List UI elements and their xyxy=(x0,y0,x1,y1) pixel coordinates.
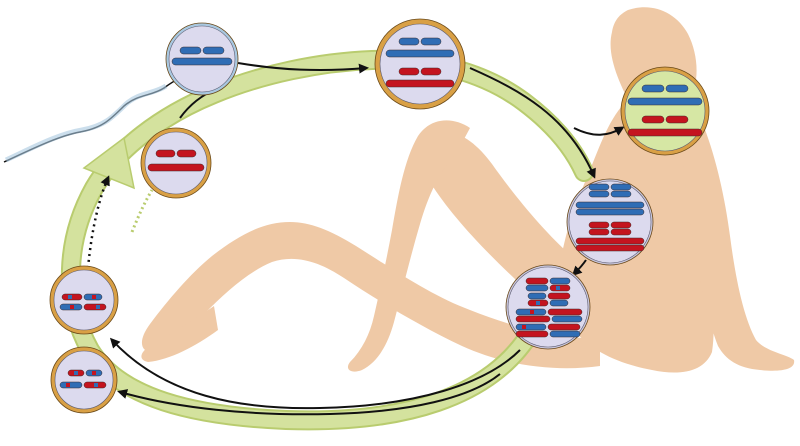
cell-paternal-gamete xyxy=(165,22,239,96)
chromosome-icon xyxy=(515,315,551,323)
arrow-icon xyxy=(573,126,625,136)
cell-recombining-cell xyxy=(505,264,591,350)
chromosome-icon xyxy=(575,208,645,216)
chromosome-icon xyxy=(398,37,420,46)
chromosome-icon xyxy=(515,323,547,331)
cell-body xyxy=(54,350,114,410)
chromosome-icon xyxy=(627,97,703,106)
chromosome-icon xyxy=(610,183,632,191)
chromosome-icon xyxy=(610,190,632,198)
chromosome-icon xyxy=(202,46,225,55)
cells-layer xyxy=(49,18,710,414)
chromosome-segment xyxy=(92,371,96,375)
chromosome-icon xyxy=(147,163,205,172)
cell-body xyxy=(144,131,208,195)
chromosome-icon xyxy=(515,330,549,338)
chromosome-icon xyxy=(588,190,610,198)
chromosome-icon xyxy=(398,67,420,76)
chromosome-icon xyxy=(547,292,571,300)
chromosome-segment xyxy=(66,383,70,387)
chromosome-icon xyxy=(610,221,632,229)
chromosome-segment xyxy=(530,310,534,314)
cell-fertilized-egg xyxy=(374,18,466,110)
chromosome-icon xyxy=(575,244,645,252)
chromosome-icon xyxy=(665,84,689,93)
chromosome-segment xyxy=(556,286,560,290)
cell-zygote xyxy=(620,66,710,156)
chromosome-icon xyxy=(420,37,442,46)
cell-meiosis-i-cell xyxy=(49,265,119,335)
arrow-icon xyxy=(469,67,596,179)
chromosome-icon xyxy=(385,79,455,88)
chromosome-icon xyxy=(588,228,610,236)
chromosome-icon xyxy=(179,46,202,55)
chromosome-icon xyxy=(59,381,83,389)
chromosome-icon xyxy=(610,228,632,236)
chromosome-icon xyxy=(549,299,569,307)
cell-maternal-gamete xyxy=(140,127,212,199)
chromosome-icon xyxy=(575,201,645,209)
chromosome-segment xyxy=(96,305,100,309)
sperm-tail-outline xyxy=(4,83,168,163)
cell-body xyxy=(379,23,461,105)
cell-meiosis-ii-cell xyxy=(50,346,118,414)
chromosome-icon xyxy=(547,323,581,331)
chromosome-icon xyxy=(627,128,703,137)
chromosome-segment xyxy=(560,332,564,336)
chromosome-icon xyxy=(525,284,549,292)
chromosome-segment xyxy=(68,295,72,299)
chromosome-icon xyxy=(575,237,645,245)
chromosome-segment xyxy=(70,305,74,309)
chromosome-segment xyxy=(536,301,540,305)
chromosome-segment xyxy=(94,383,98,387)
chromosome-icon xyxy=(547,308,583,316)
chromosome-icon xyxy=(176,149,197,158)
chromosome-icon xyxy=(83,303,107,311)
chromosome-icon xyxy=(549,330,581,338)
chromosome-icon xyxy=(641,84,665,93)
cell-replicated-cell xyxy=(566,178,654,266)
human-silhouette xyxy=(141,7,795,373)
chromosome-segment xyxy=(522,325,526,329)
chromosome-icon xyxy=(549,277,571,285)
chromosome-icon xyxy=(641,115,665,124)
chromosome-segment xyxy=(534,279,538,283)
chromosome-segment xyxy=(92,295,96,299)
cell-body xyxy=(53,269,115,331)
chromosome-icon xyxy=(420,67,442,76)
chromosome-icon xyxy=(171,57,233,66)
chromosome-icon xyxy=(155,149,176,158)
cell-body xyxy=(624,70,706,152)
arrow-icon xyxy=(237,62,369,74)
dotted-arrow xyxy=(86,175,110,269)
arrow-icon xyxy=(117,373,501,416)
flow-arrows xyxy=(109,62,625,416)
chromosome-segment xyxy=(74,371,78,375)
chromosome-icon xyxy=(665,115,689,124)
chromosome-icon xyxy=(385,49,455,58)
cycle-dotted-path xyxy=(130,189,154,233)
chromosome-icon xyxy=(588,221,610,229)
chromosome-segment xyxy=(540,294,544,298)
chromosome-icon xyxy=(588,183,610,191)
arrow-icon xyxy=(109,337,521,410)
chromosome-segment xyxy=(566,317,570,321)
arrow-icon xyxy=(571,259,587,277)
